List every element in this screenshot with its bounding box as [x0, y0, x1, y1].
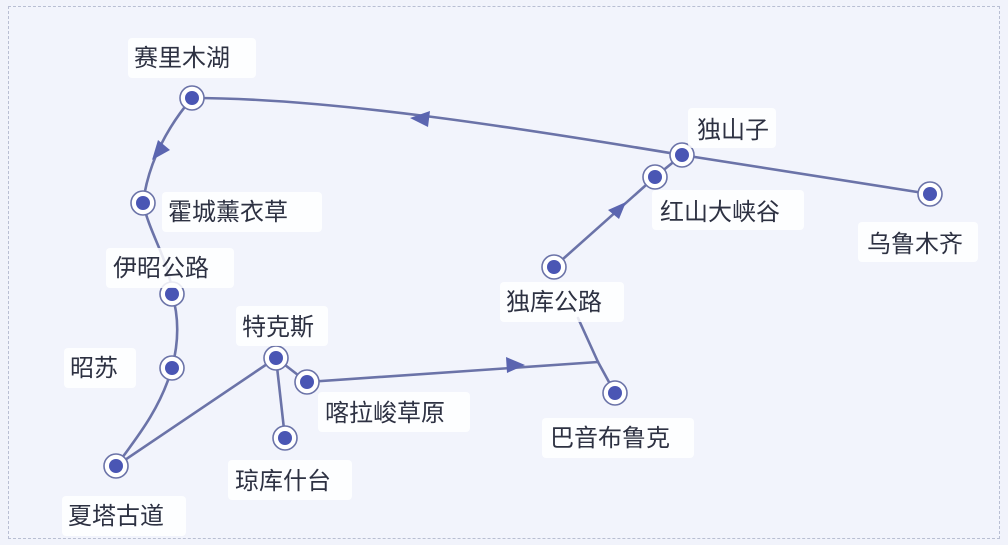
- stop-marker-kalajun[interactable]: [294, 369, 320, 395]
- stop-marker-huocheng[interactable]: [130, 190, 156, 216]
- stop-label-sailimu: 赛里木湖: [134, 44, 230, 72]
- stop-label-hongshan: 红山大峡谷: [660, 198, 780, 226]
- stop-label-xiata: 夏塔古道: [68, 502, 164, 530]
- stop-marker-xiata[interactable]: [103, 453, 129, 479]
- arrow-icon-south: [152, 140, 170, 160]
- route-wulumuqi-to-sailimu: [190, 96, 932, 196]
- stop-marker-dushanzi[interactable]: [669, 142, 695, 168]
- route-tekesi-to-qiongkushitai: [274, 356, 287, 440]
- stop-label-bayinbuluke: 巴音布鲁克: [550, 424, 670, 452]
- stop-label-tekesi: 特克斯: [242, 313, 314, 341]
- stop-marker-sailimu[interactable]: [179, 85, 205, 111]
- stop-marker-hongshan[interactable]: [642, 164, 668, 190]
- stop-marker-wulumuqi[interactable]: [917, 181, 943, 207]
- stop-marker-duku[interactable]: [541, 254, 567, 280]
- arrow-icon-east: [506, 357, 525, 373]
- stop-label-duku: 独库公路: [506, 288, 602, 316]
- stop-label-dushanzi: 独山子: [697, 116, 769, 144]
- stop-label-kalajun: 喀拉峻草原: [325, 399, 445, 427]
- stop-markers: [103, 85, 943, 479]
- stop-marker-tekesi[interactable]: [263, 345, 289, 371]
- stop-labels: 乌鲁木齐 独山子 红山大峡谷 独库公路 巴音布鲁克 喀拉峻草原 特克斯 琼库什台…: [62, 38, 978, 536]
- stop-marker-qiongkushitai[interactable]: [272, 425, 298, 451]
- route-duku-branch: [576, 316, 600, 364]
- stop-marker-bayinbuluke[interactable]: [602, 380, 628, 406]
- stop-marker-zhaosu[interactable]: [159, 355, 185, 381]
- stop-label-wulumuqi: 乌鲁木齐: [867, 230, 963, 258]
- stop-label-yizhao: 伊昭公路: [113, 254, 209, 282]
- stop-label-zhaosu: 昭苏: [70, 354, 118, 382]
- route-xiata-to-tekesi: [114, 356, 278, 468]
- arrow-icon-northeast: [608, 202, 626, 219]
- stop-label-huocheng: 霍城薰衣草: [168, 198, 288, 226]
- stop-label-qiongkushitai: 琼库什台: [235, 467, 331, 495]
- arrow-icon-west: [410, 111, 430, 127]
- route-arrows: [152, 111, 626, 373]
- route-kalajun-to-duku: [305, 360, 600, 384]
- route-lines: [114, 96, 932, 468]
